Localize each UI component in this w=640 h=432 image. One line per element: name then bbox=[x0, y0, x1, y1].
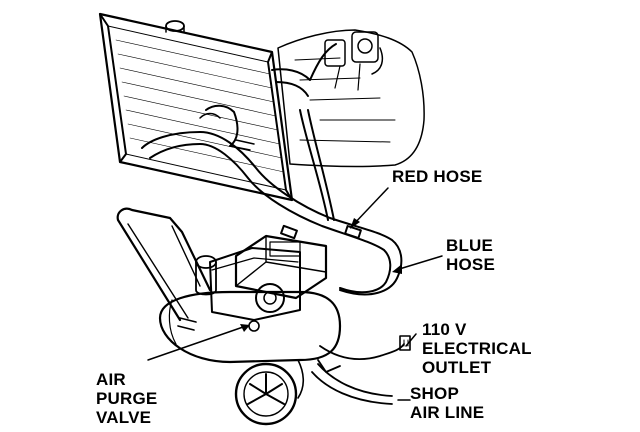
radiator bbox=[98, 12, 294, 202]
label-air-purge-valve-line2: PURGE bbox=[96, 389, 158, 408]
engine-block bbox=[277, 29, 425, 168]
label-electrical-outlet-line3: OUTLET bbox=[422, 358, 492, 377]
label-electrical-outlet: 110 V ELECTRICAL OUTLET bbox=[422, 320, 532, 377]
hose-routing bbox=[141, 109, 403, 296]
label-air-purge-valve: AIR PURGE VALVE bbox=[96, 370, 157, 427]
upper-radiator-hose bbox=[199, 43, 337, 151]
leader-arrowheads bbox=[240, 218, 402, 332]
label-shop-air-line-line2: AIR LINE bbox=[410, 403, 485, 422]
label-air-purge-valve-line3: VALVE bbox=[96, 408, 152, 427]
label-shop-air-line-line1: SHOP bbox=[410, 384, 459, 403]
label-blue-hose: BLUE HOSE bbox=[446, 236, 495, 274]
power-cord bbox=[319, 335, 411, 361]
label-shop-air-line: SHOP AIR LINE bbox=[410, 384, 484, 422]
label-red-hose: RED HOSE bbox=[392, 167, 482, 186]
label-electrical-outlet-line1: 110 V bbox=[422, 320, 467, 339]
label-blue-hose-line1: BLUE bbox=[446, 236, 494, 255]
label-red-hose-line1: RED HOSE bbox=[392, 167, 483, 186]
leader-lines bbox=[147, 187, 443, 401]
label-blue-hose-line2: HOSE bbox=[446, 255, 495, 274]
shop-air-line bbox=[311, 363, 393, 405]
label-air-purge-valve-line1: AIR bbox=[96, 370, 126, 389]
label-electrical-outlet-line2: ELECTRICAL bbox=[422, 339, 532, 358]
air-compressor bbox=[116, 207, 342, 426]
